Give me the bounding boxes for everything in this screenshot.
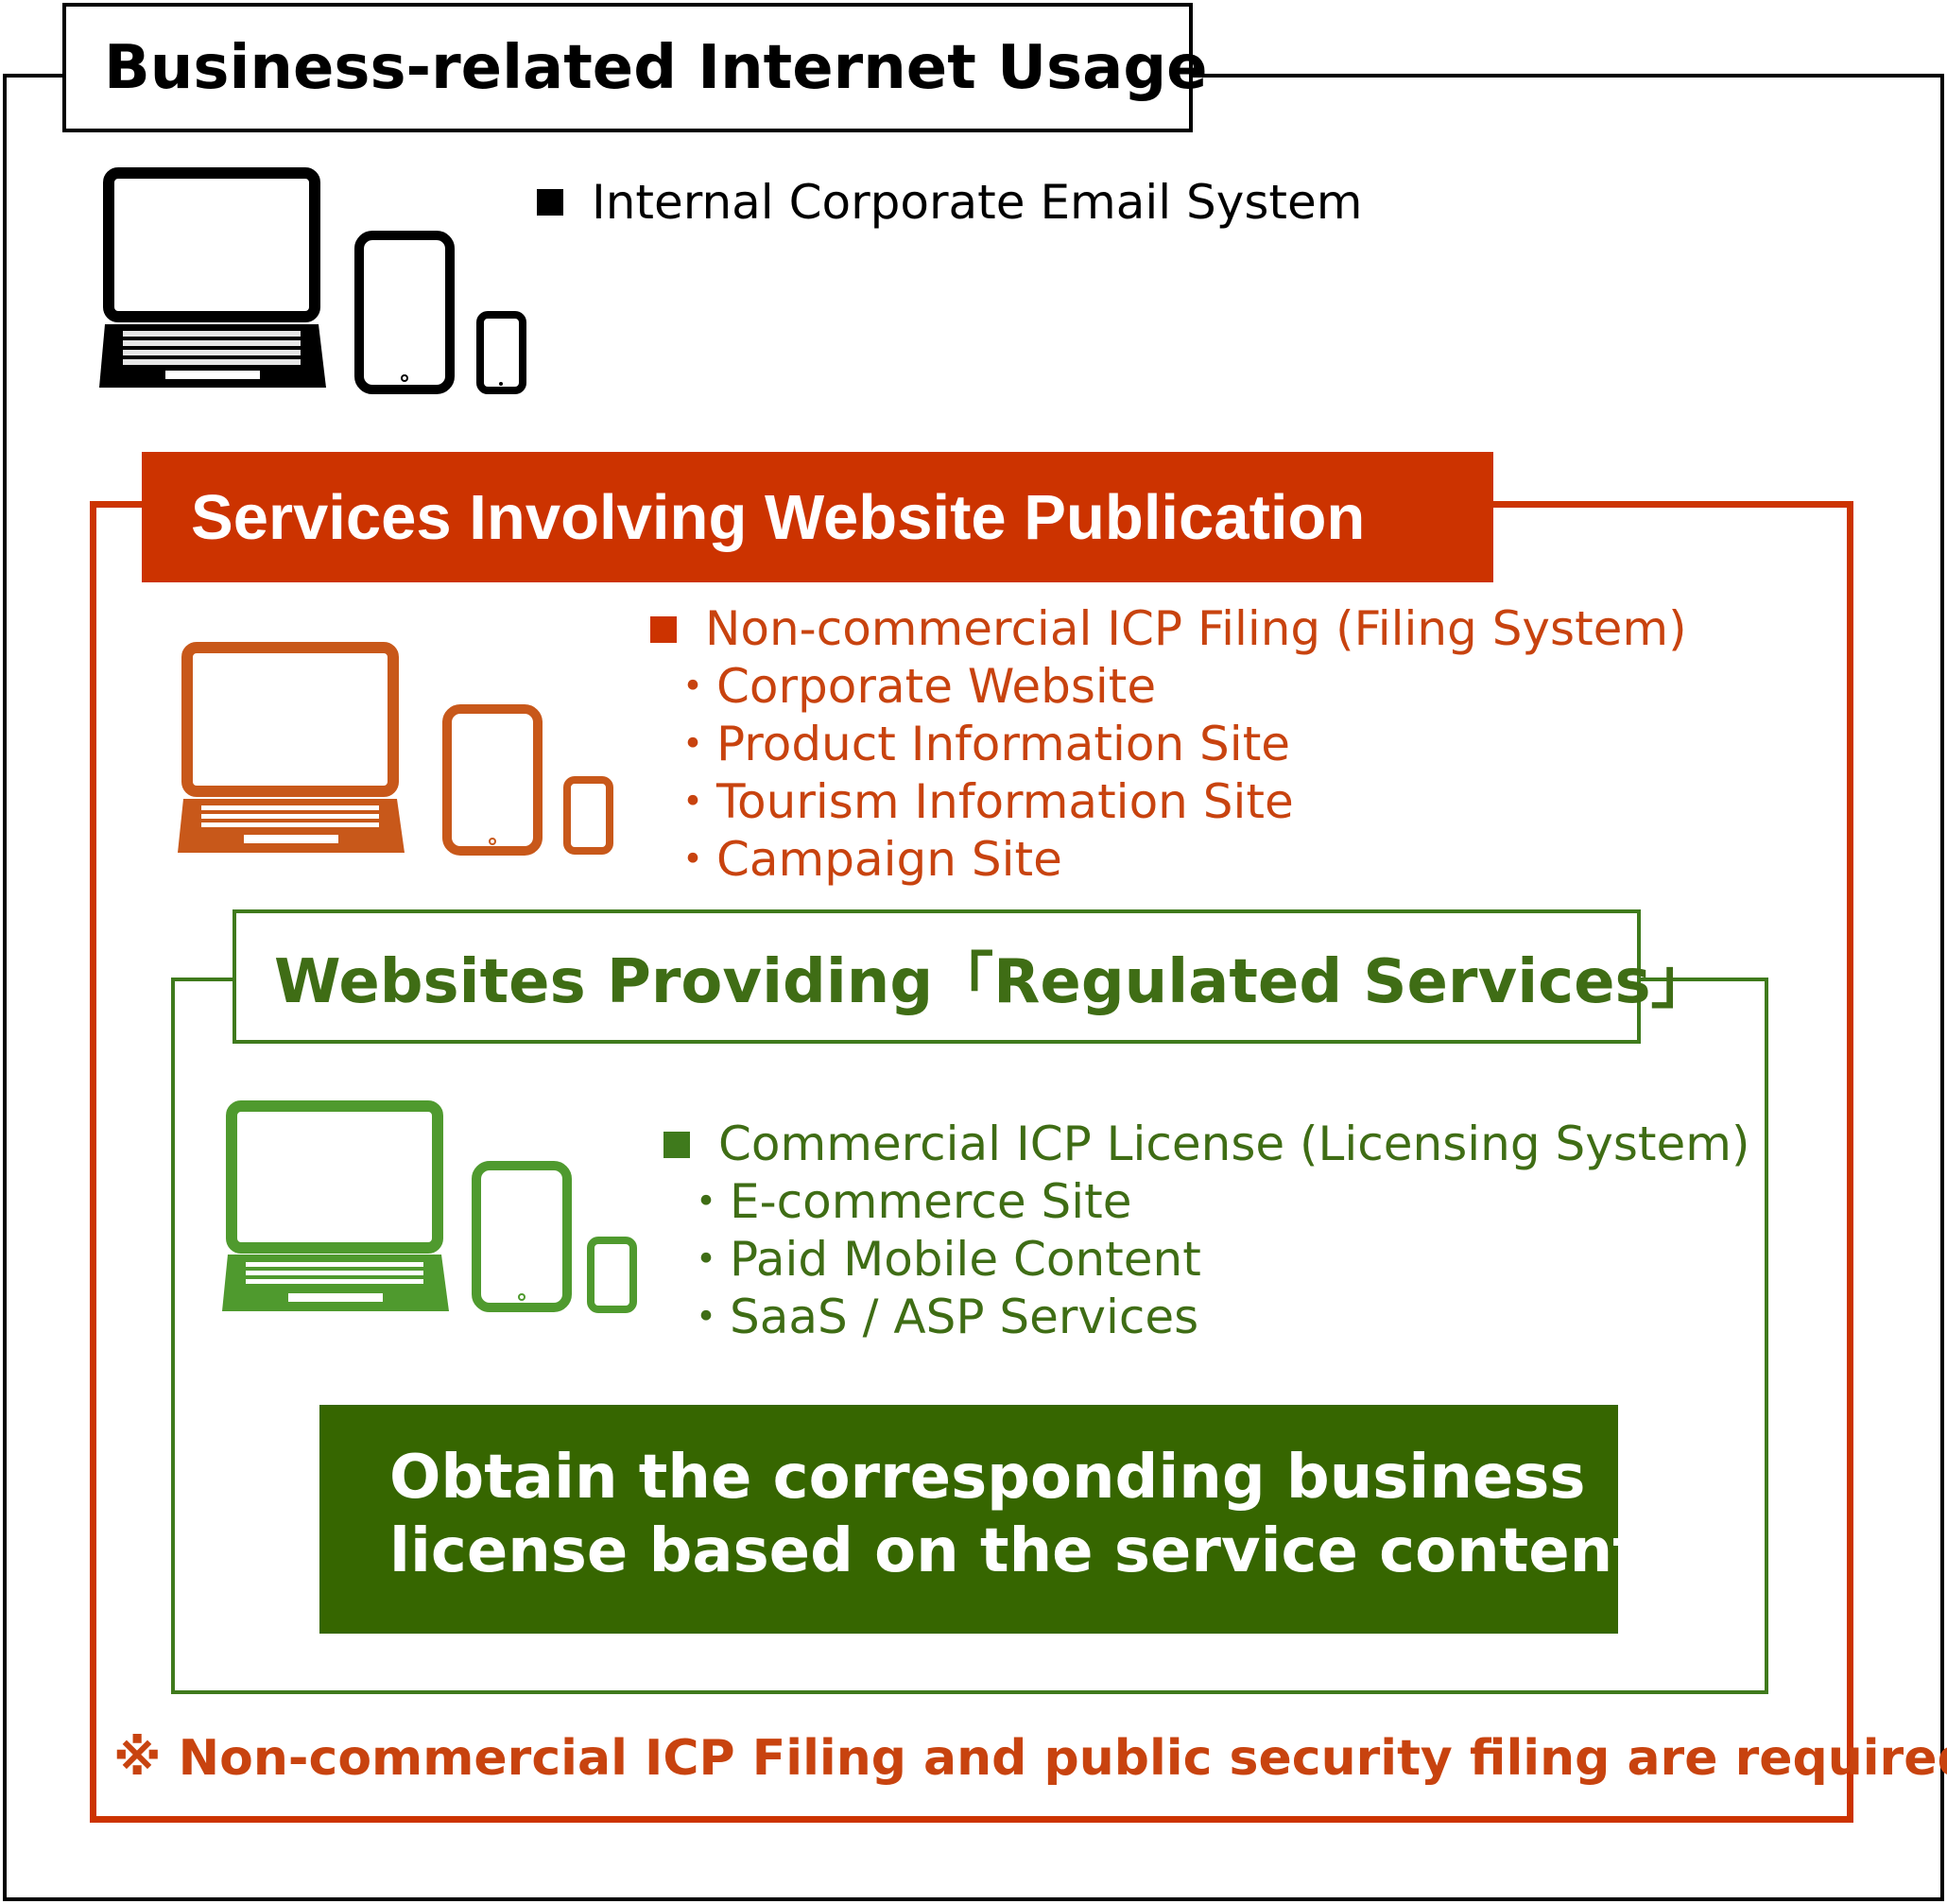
tablet-icon bbox=[472, 1161, 572, 1312]
filing-note: ※ Non-commercial ICP Filing and public s… bbox=[113, 1730, 1947, 1787]
list-item: ・Paid Mobile Content bbox=[682, 1232, 1201, 1287]
outer-title: Business-related Internet Usage bbox=[62, 3, 1208, 132]
device-group-black bbox=[99, 167, 526, 394]
license-action-line-2: license based on the service content bbox=[389, 1516, 1642, 1586]
list-item: ・E-commerce Site bbox=[682, 1174, 1132, 1229]
regulated-heading: Commercial ICP License (Licensing System… bbox=[663, 1116, 1749, 1173]
publication-heading-label: Non-commercial ICP Filing (Filing System… bbox=[705, 601, 1687, 656]
license-action-line-1: Obtain the corresponding business bbox=[389, 1443, 1586, 1513]
list-item: ・Corporate Website bbox=[669, 659, 1157, 714]
device-group-green bbox=[222, 1100, 637, 1313]
smartphone-icon bbox=[587, 1237, 637, 1313]
publication-list: Non-commercial ICP Filing (Filing System… bbox=[650, 600, 1687, 889]
email-item-label: Internal Corporate Email System bbox=[592, 175, 1363, 230]
list-item: ・SaaS / ASP Services bbox=[682, 1290, 1199, 1344]
laptop-icon bbox=[99, 167, 326, 388]
list-item: ・Tourism Information Site bbox=[669, 774, 1294, 829]
bullet-square-icon bbox=[537, 189, 563, 216]
tablet-icon bbox=[354, 231, 455, 394]
device-group-orange bbox=[178, 642, 613, 856]
smartphone-icon bbox=[476, 311, 526, 394]
smartphone-icon bbox=[563, 776, 613, 855]
regulated-heading-label: Commercial ICP License (Licensing System… bbox=[718, 1116, 1750, 1171]
bullet-square-icon bbox=[650, 615, 677, 643]
list-item: ・Product Information Site bbox=[669, 717, 1291, 771]
publication-heading: Non-commercial ICP Filing (Filing System… bbox=[650, 600, 1687, 658]
tablet-icon bbox=[442, 704, 543, 856]
regulated-list: Commercial ICP License (Licensing System… bbox=[663, 1116, 1749, 1346]
publication-title: Services Involving Website Publication bbox=[142, 452, 1493, 582]
laptop-icon bbox=[178, 642, 405, 853]
email-item: Internal Corporate Email System bbox=[537, 175, 1363, 230]
license-action-box: Obtain the corresponding business licens… bbox=[319, 1405, 1642, 1634]
laptop-icon bbox=[222, 1100, 449, 1311]
regulated-title: Websites Providing「Regulated Services」 bbox=[233, 909, 1712, 1044]
list-item: ・Campaign Site bbox=[669, 832, 1062, 887]
bullet-square-icon bbox=[663, 1131, 690, 1158]
